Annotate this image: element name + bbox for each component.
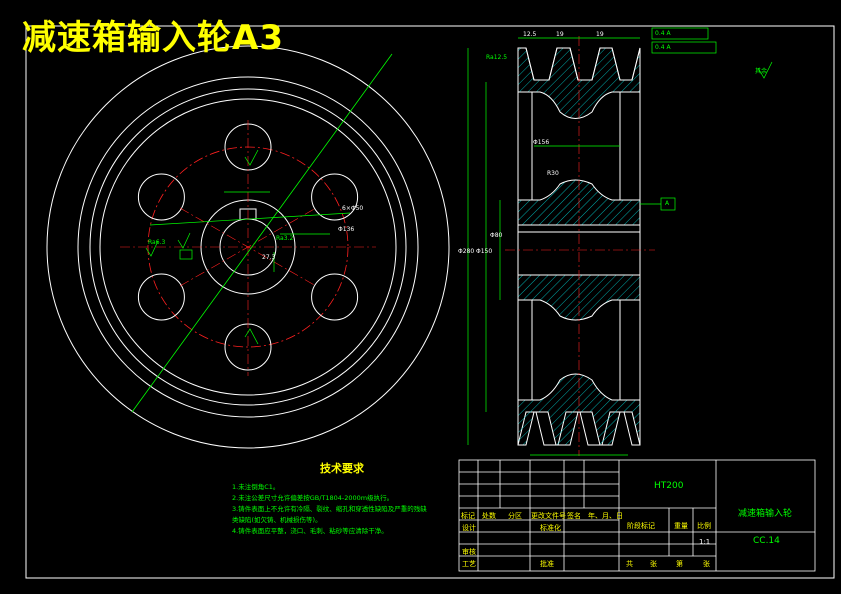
row-label-standard: 标准化: [540, 524, 561, 532]
sheet-label: 张: [703, 560, 710, 568]
title-block-grid: [458, 459, 816, 572]
roughness-other-label: 其余: [755, 68, 768, 75]
sheet-label: 第: [676, 560, 683, 568]
header-label: 处数: [482, 512, 496, 520]
tolerance-box: 0.4 A: [655, 44, 671, 51]
drawing-border: [25, 25, 835, 579]
hole-2: [311, 173, 359, 221]
requirement-item: 3.铸件表面上不允许有冷隔、裂纹、缩孔和穿透性缺陷及严重的残缺: [232, 505, 427, 513]
section-dim: R30: [547, 170, 559, 177]
requirement-item: 2.未注公差尺寸允许偏差按GB/T1804-2000m级执行。: [232, 494, 394, 502]
diameter-leader: [131, 53, 393, 413]
row-label-approve: 批准: [540, 560, 554, 568]
hole-5: [137, 273, 185, 321]
header-label: 分区: [508, 512, 522, 520]
front-dim: Ra3.2: [276, 235, 294, 242]
hub-dim: 19: [556, 31, 564, 38]
requirement-item: 类缺陷(如欠铸、机械损伤等)。: [232, 516, 322, 524]
header-label: 标记: [461, 512, 475, 520]
technical-requirements: 技术要求 1.未注倒角C1。 2.未注公差尺寸允许偏差按GB/T1804-200…: [232, 460, 452, 537]
section-dim: Φ136: [338, 226, 355, 233]
section-dim: Φ156: [533, 139, 550, 146]
weight-label: 重量: [674, 522, 688, 530]
row-label-review: 审核: [462, 548, 476, 556]
sheet-label: 张: [650, 560, 657, 568]
rim-hatch-top: [517, 47, 641, 119]
hub-dim: 19: [596, 31, 604, 38]
section-dim: Φ150: [476, 248, 493, 255]
front-dim: 27.3: [262, 254, 276, 261]
front-dim: 6×Φ50: [342, 205, 364, 212]
requirement-item: 1.未注倒角C1。: [232, 483, 280, 491]
part-code: CC.14: [753, 536, 780, 546]
keyway: [239, 208, 257, 220]
material-value: HT200: [654, 481, 684, 491]
front-view: [46, 45, 450, 449]
hole-6: [137, 173, 185, 221]
section-dim: Φ280: [458, 248, 475, 255]
section-view: [467, 27, 773, 456]
row-label-design: 设计: [462, 524, 476, 532]
requirement-item: 4.铸件表面应平整，浇口、毛刺、粘砂等应清除干净。: [232, 527, 388, 535]
tolerance-box: 0.4 A: [655, 30, 671, 37]
front-dim: Ra6.3: [148, 239, 166, 246]
header-label: 更改文件号: [531, 512, 566, 520]
roughness-label: Ra12.5: [486, 54, 508, 61]
stage-label: 阶段标记: [627, 522, 655, 530]
sheet-label: 共: [626, 560, 633, 568]
header-label: 签名: [567, 512, 581, 520]
technical-requirements-title: 技术要求: [320, 462, 364, 475]
hole-3: [311, 273, 359, 321]
section-dim: Φ80: [490, 232, 503, 239]
row-label-process: 工艺: [462, 560, 476, 568]
hub-dim: 12.5: [523, 31, 537, 38]
header-label: 年、月、日: [588, 512, 623, 520]
scale-label: 比例: [697, 522, 711, 530]
scale-value: 1:1: [699, 538, 711, 546]
drawing-title: 减速箱输入轮A3: [22, 18, 284, 58]
part-name: 减速箱输入轮: [738, 509, 793, 519]
datum-label: A: [665, 200, 670, 207]
